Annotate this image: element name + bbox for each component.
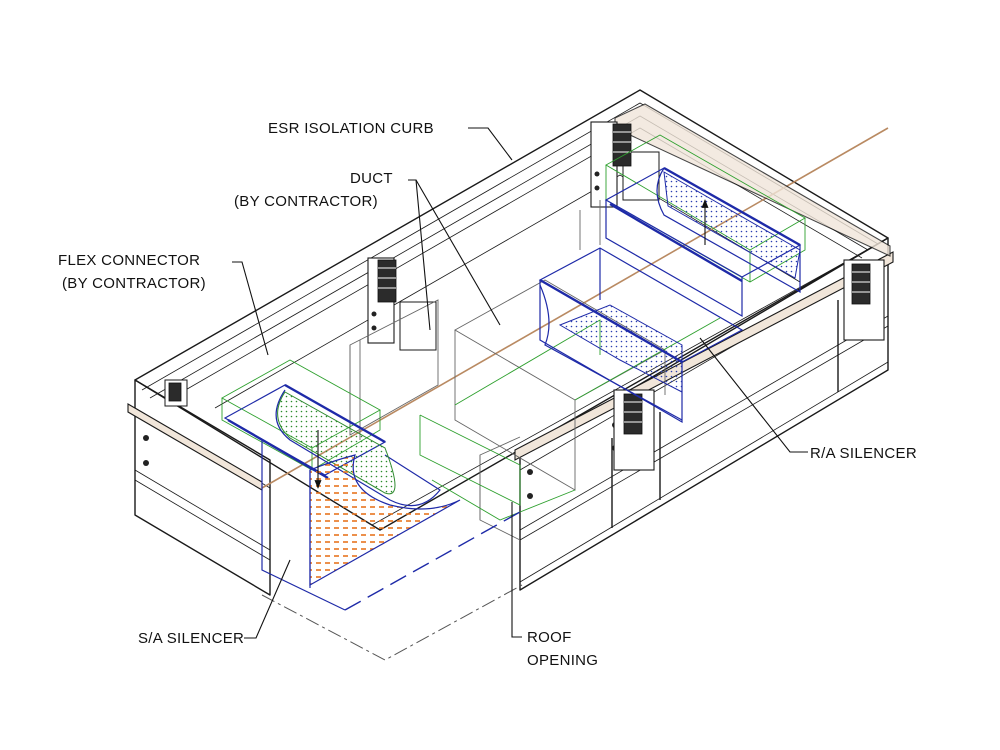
label-duct-line2: (BY CONTRACTOR) [234, 193, 378, 210]
label-sa-silencer: S/A SILENCER [138, 630, 244, 647]
curb-front-long-wall [519, 237, 889, 591]
flex-connector-sa-duct [419, 414, 521, 506]
spring-isolator-front-left [164, 379, 188, 407]
ra-silencer [538, 166, 802, 424]
callout-leaders [232, 127, 808, 639]
ra-silencer-acoustic-fill-lower [558, 304, 683, 393]
leader-duct-2 [415, 179, 501, 326]
callout-labels: ESR ISOLATION CURB DUCT (BY CONTRACTOR) … [58, 120, 917, 669]
label-flex-connector-line1: FLEX CONNECTOR [58, 252, 200, 269]
sa-silencer-acoustic-fill [277, 391, 396, 495]
sa-silencer [223, 383, 461, 611]
label-flex-connector-line2: (BY CONTRACTOR) [62, 275, 206, 292]
isolation-curb-frame [127, 89, 894, 596]
label-roof-opening-line2: OPENING [527, 652, 598, 669]
sa-silencer-side-panel [309, 454, 461, 587]
curb-left-wall-mid-line [134, 469, 271, 551]
curb-left-end-wall [134, 379, 271, 596]
ra-silencer-acoustic-fill-upper [663, 171, 801, 279]
roof-opening-blue-edge [344, 511, 521, 611]
duct-front-faces [454, 330, 576, 491]
roof-opening-boundary [261, 584, 523, 661]
roof-opening-outline [261, 511, 523, 661]
curb-inner-wall-top [181, 127, 863, 393]
duct-by-contractor [349, 200, 666, 541]
label-esr-isolation-curb: ESR ISOLATION CURB [268, 120, 434, 137]
leader-flex [232, 261, 269, 356]
spring-isolator-front-middle [613, 389, 655, 471]
label-duct-line1: DUCT [350, 170, 393, 187]
label-ra-silencer: R/A SILENCER [810, 445, 917, 462]
curb-top-rim-inner-front [371, 243, 879, 526]
leader-curb [468, 127, 513, 161]
spring-isolator-back-right [590, 121, 660, 208]
leader-ra [699, 337, 808, 453]
curb-front-rail [514, 251, 894, 461]
sa-silencer-curved-baffle [275, 389, 441, 507]
spring-isolator-front-right [843, 259, 885, 341]
curb-top-rim-outer [134, 89, 889, 531]
spring-isolator-back-left [367, 257, 437, 351]
leader-roof [511, 502, 522, 638]
label-roof-opening-line1: ROOF [527, 629, 572, 646]
leader-sa [244, 559, 291, 639]
spring-isolators [164, 121, 885, 471]
